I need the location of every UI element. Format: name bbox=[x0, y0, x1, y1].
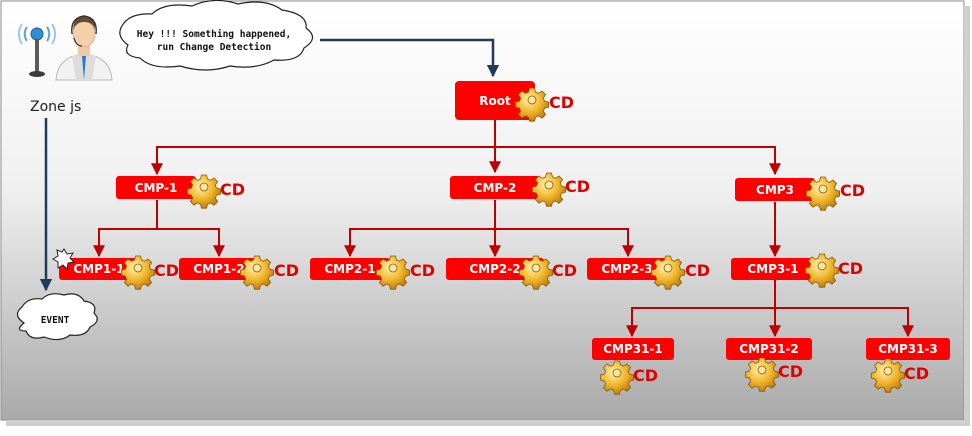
gear-icon bbox=[519, 255, 553, 290]
cd-label: CD bbox=[154, 261, 179, 280]
node-cmp2-3-label: CMP2-3 bbox=[601, 262, 652, 276]
bubble-to-root-arrow bbox=[320, 38, 500, 78]
cd-label: CD bbox=[633, 366, 658, 385]
node-cmp2-2: CMP2-2 CD bbox=[446, 255, 577, 290]
star-burst-icon bbox=[52, 248, 76, 271]
gear-icon bbox=[239, 255, 275, 290]
node-cmp2-3: CMP2-3 CD bbox=[587, 255, 710, 290]
node-cmp31-3-label: CMP31-3 bbox=[878, 342, 938, 356]
node-cmp1: CMP-1 CD bbox=[116, 174, 245, 209]
cd-label: CD bbox=[410, 261, 435, 280]
node-cmp3-1: CMP3-1 CD bbox=[731, 253, 863, 288]
bubble-line-2: run Change Detection bbox=[157, 42, 271, 53]
bubble-line-1: Hey !!! Something happened, bbox=[137, 29, 291, 40]
node-cmp31-1: CMP31-1 CD bbox=[592, 338, 674, 395]
speech-bubble: Hey !!! Something happened, run Change D… bbox=[119, 0, 314, 71]
node-cmp3-1-label: CMP3-1 bbox=[747, 262, 798, 276]
diagram-background bbox=[0, 0, 965, 421]
node-cmp1-1: CMP1-1 CD bbox=[59, 255, 179, 290]
gear-icon bbox=[186, 174, 222, 209]
gear-icon bbox=[871, 358, 905, 393]
node-cmp2-label: CMP-2 bbox=[474, 181, 517, 195]
cd-label: CD bbox=[220, 180, 245, 199]
cd-label: CD bbox=[274, 261, 299, 280]
edge-cmp3-1-children bbox=[631, 280, 909, 333]
support-agent-icon bbox=[55, 15, 113, 81]
node-cmp31-2-label: CMP31-2 bbox=[739, 342, 799, 356]
gear-icon bbox=[651, 255, 685, 290]
gear-icon bbox=[515, 87, 549, 122]
node-cmp1-label: CMP-1 bbox=[135, 181, 178, 195]
edge-cmp1-children bbox=[98, 200, 220, 254]
node-root: Root CD bbox=[455, 81, 574, 122]
node-cmp31-3: CMP31-3 CD bbox=[866, 338, 950, 393]
gear-icon bbox=[745, 357, 779, 392]
cd-label: CD bbox=[904, 364, 929, 383]
node-cmp3: CMP3 CD bbox=[735, 176, 865, 211]
event-cloud: EVENT bbox=[16, 293, 98, 341]
gear-icon bbox=[805, 253, 839, 288]
cd-label: CD bbox=[838, 259, 863, 278]
cd-label: CD bbox=[549, 93, 574, 112]
node-cmp1-1-label: CMP1-1 bbox=[73, 262, 124, 276]
edge-root-cmp1-cmp3 bbox=[156, 146, 776, 172]
node-cmp2: CMP-2 CD bbox=[450, 172, 590, 207]
tree-edges bbox=[93, 120, 914, 338]
event-label: EVENT bbox=[41, 315, 70, 326]
gear-icon bbox=[375, 255, 411, 290]
cd-label: CD bbox=[778, 362, 803, 381]
cd-label: CD bbox=[565, 177, 590, 196]
node-cmp1-2: CMP1-2 CD bbox=[179, 255, 299, 290]
frame-shadow-right bbox=[964, 6, 970, 426]
zone-js-label: Zone js bbox=[30, 99, 81, 115]
node-cmp2-2-label: CMP2-2 bbox=[469, 262, 520, 276]
edge-cmp2-children bbox=[349, 200, 629, 254]
node-cmp2-1: CMP2-1 CD bbox=[310, 255, 435, 290]
node-cmp31-1-label: CMP31-1 bbox=[603, 342, 663, 356]
cd-label: CD bbox=[840, 181, 865, 200]
node-cmp2-1-label: CMP2-1 bbox=[324, 262, 375, 276]
gear-icon bbox=[600, 360, 634, 395]
gear-icon bbox=[532, 172, 566, 207]
wifi-antenna-icon bbox=[17, 23, 57, 77]
cd-label: CD bbox=[685, 261, 710, 280]
gear-icon bbox=[121, 255, 156, 290]
node-cmp31-2: CMP31-2 CD bbox=[726, 338, 812, 392]
node-root-label: Root bbox=[479, 94, 511, 108]
node-cmp3-label: CMP3 bbox=[756, 183, 794, 197]
node-cmp1-2-label: CMP1-2 bbox=[193, 262, 244, 276]
cd-label: CD bbox=[552, 261, 577, 280]
gear-icon bbox=[806, 176, 840, 211]
frame-shadow-bottom bbox=[6, 420, 966, 426]
